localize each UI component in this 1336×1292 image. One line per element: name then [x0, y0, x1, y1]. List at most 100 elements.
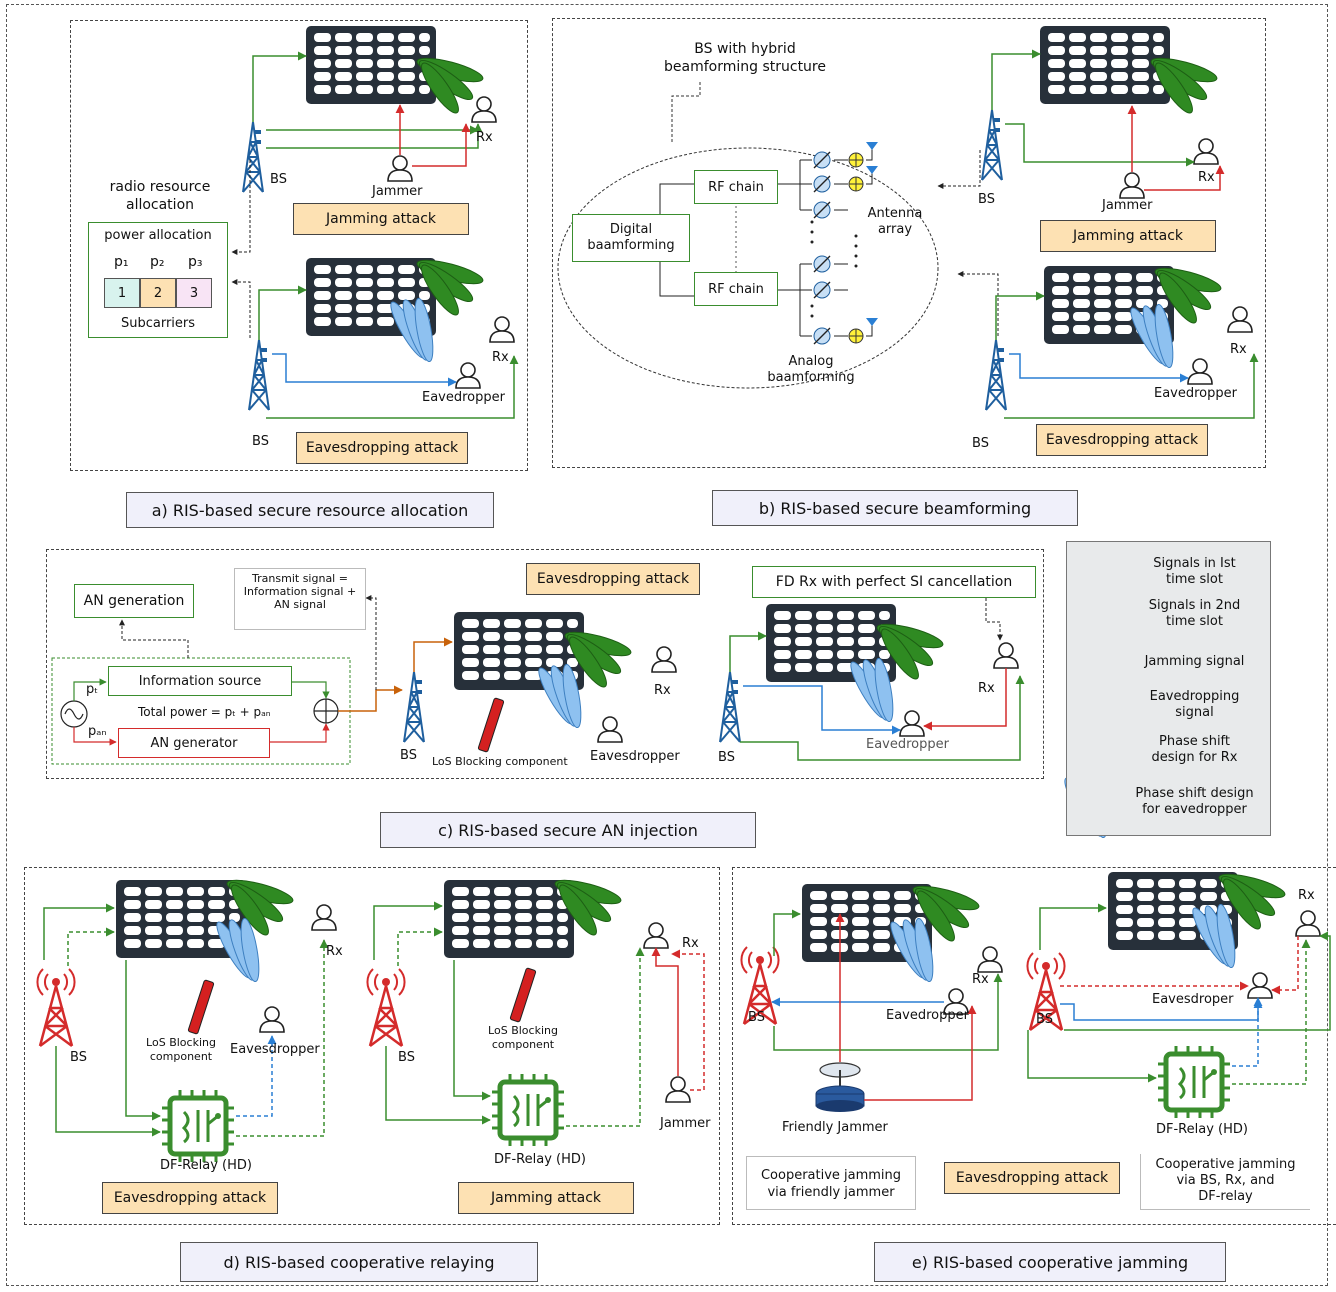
transmit-signal-note: Transmit signal = Information signal + A…	[234, 568, 366, 630]
rx-user-icon	[643, 922, 669, 949]
df-relay-chip-icon	[492, 1074, 564, 1146]
bs-label: BS	[978, 192, 995, 207]
jammer-user-icon	[665, 1076, 691, 1103]
rx-label: Rx	[978, 681, 995, 696]
bs-hybrid-label: BS with hybrid beamforming structure	[664, 41, 826, 75]
rx-user-icon	[1193, 138, 1219, 165]
rx-label: Rx	[972, 972, 989, 987]
rx-label: Rx	[476, 130, 493, 145]
jamming-attack-badge: Jamming attack	[293, 203, 469, 235]
rx-label: Rx	[1198, 170, 1215, 185]
bs-red-tower-icon	[366, 967, 406, 1048]
rx-label: Rx	[654, 683, 671, 698]
df-relay-label: DF-Relay (HD)	[160, 1158, 252, 1173]
jammer-label: Jammer	[372, 184, 423, 199]
df-relay-label: DF-Relay (HD)	[1156, 1122, 1248, 1137]
an-generation-box: AN generation	[74, 584, 194, 618]
eavesdropper-user-icon	[899, 710, 925, 737]
legend-phase-shift-rx: Phase shift design for Rx	[1151, 734, 1238, 765]
subcarrier-2: 2	[140, 278, 176, 308]
rx-user-icon	[471, 96, 497, 123]
radio-resource-label: radio resource allocation	[109, 179, 211, 213]
p1-label: p₁	[114, 254, 129, 270]
eavesdropping-attack-badge: Eavesdropping attack	[296, 432, 468, 464]
fd-rx-user-icon	[993, 642, 1019, 669]
coop-jamming-bs-rx-relay-note: Cooperative jamming via BS, Rx, and DF-r…	[1140, 1154, 1310, 1210]
eavesdropper-user-icon	[1187, 358, 1213, 385]
rx-user-icon	[1295, 910, 1321, 937]
df-relay-chip-icon	[162, 1090, 234, 1162]
panel-b	[552, 18, 1266, 468]
jammer-label: Jammer	[660, 1116, 711, 1131]
legend: Signals in Ist time slot Signals in 2nd …	[1066, 541, 1271, 836]
eavesdropper-label: Eavesdropper	[230, 1042, 320, 1057]
rx-label: Rx	[326, 944, 343, 959]
an-generator-box: AN generator	[118, 728, 270, 758]
ris-surface-a-top	[306, 26, 436, 104]
bs-label: BS	[748, 1010, 765, 1025]
legend-signals-slot2: Signals in 2nd time slot	[1148, 598, 1241, 629]
bs-red-tower-icon	[36, 967, 76, 1048]
legend-phase-shift-eve: Phase shift design for eavedropper	[1135, 786, 1254, 817]
bs-label: BS	[70, 1050, 87, 1065]
jamming-attack-badge: Jamming attack	[1040, 220, 1216, 252]
panel-d	[24, 867, 720, 1225]
rf-chain-box-bottom: RF chain	[694, 272, 778, 306]
caption-b: b) RIS-based secure beamforming	[712, 490, 1078, 526]
subcarriers-label: Subcarriers	[120, 316, 196, 331]
los-blocking-component	[477, 697, 505, 753]
subcarrier-3: 3	[176, 278, 212, 308]
caption-a: a) RIS-based secure resource allocation	[126, 492, 494, 528]
bs-tower-icon	[981, 109, 1003, 181]
eavesdropper-user-icon	[455, 362, 481, 389]
ris-surface-d-right	[444, 880, 574, 958]
panel-e	[732, 867, 1336, 1225]
ris-surface-b-top	[1040, 26, 1170, 104]
legend-eavesdropping-signal: Eavedropping signal	[1149, 689, 1240, 720]
analog-beamforming-label: Analog baamforming	[767, 354, 855, 385]
fd-rx-box: FD Rx with perfect SI cancellation	[752, 566, 1036, 598]
p2-label: p₂	[150, 254, 165, 270]
bs-tower-icon	[985, 339, 1007, 411]
rx-label: Rx	[1298, 888, 1315, 903]
rx-label: Rx	[1230, 342, 1247, 357]
pt-label: pₜ	[86, 682, 99, 697]
bs-tower-icon	[248, 339, 270, 411]
friendly-jammer-label: Friendly Jammer	[782, 1120, 888, 1135]
panel-a	[70, 20, 528, 471]
caption-d: d) RIS-based cooperative relaying	[180, 1242, 538, 1282]
jammer-user-icon	[387, 155, 413, 182]
los-blocking-label: LoS Blocking component	[146, 1036, 216, 1063]
bs-label: BS	[398, 1050, 415, 1065]
df-relay-label: DF-Relay (HD)	[494, 1152, 586, 1167]
antenna-array-label: Antenna array	[867, 206, 923, 237]
pan-label: pₐₙ	[88, 724, 107, 739]
subcarrier-1: 1	[104, 278, 140, 308]
rx-user-icon	[489, 316, 515, 343]
bs-label: BS	[718, 750, 735, 765]
eavesdropper-label: Eavedropper	[1154, 386, 1237, 401]
bs-tower-icon	[719, 671, 741, 743]
legend-jamming-signal: Jamming signal	[1144, 654, 1245, 669]
bs-label: BS	[400, 748, 417, 763]
caption-c: c) RIS-based secure AN injection	[380, 812, 756, 848]
eavesdropper-label: Eavedropper	[422, 390, 505, 405]
coop-jamming-friendly-note: Cooperative jamming via friendly jammer	[746, 1156, 916, 1210]
rx-user-icon	[311, 904, 337, 931]
panel-c	[46, 549, 1044, 779]
eavesdropper-user-icon	[259, 1006, 285, 1033]
rf-chain-box-top: RF chain	[694, 170, 778, 204]
jammer-user-icon	[1119, 172, 1145, 199]
eavesdropper-label: Eavesdroper	[1152, 992, 1234, 1007]
information-source-box: Information source	[108, 666, 292, 696]
bs-tower-icon	[403, 671, 425, 743]
rx-label: Rx	[492, 350, 509, 365]
df-relay-chip-icon	[1158, 1046, 1230, 1118]
eavesdropping-attack-badge: Eavesdropping attack	[102, 1182, 278, 1214]
los-blocking-label: LoS Blocking component	[432, 755, 568, 768]
bs-tower-icon	[242, 121, 264, 193]
eavesdropper-label: Eavedropper	[886, 1008, 969, 1023]
jamming-attack-badge: Jamming attack	[458, 1182, 634, 1214]
total-power-label: Total power = pₜ + pₐₙ	[138, 705, 271, 719]
